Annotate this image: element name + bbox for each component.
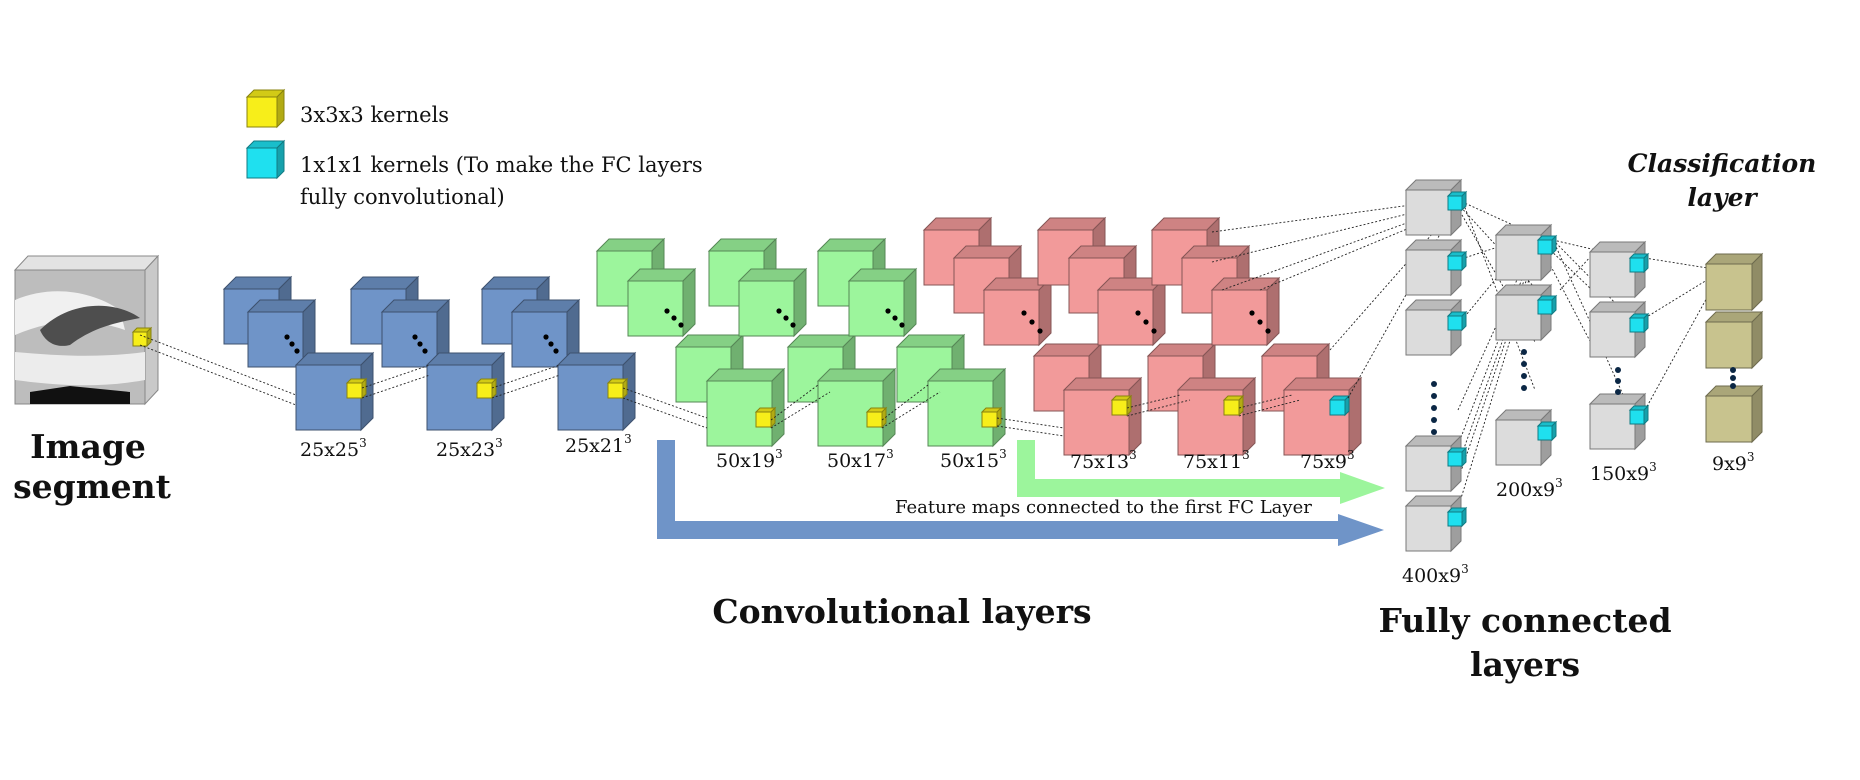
image-segment: Image segment bbox=[13, 254, 172, 506]
conv-layers-title: Convolutional layers bbox=[712, 592, 1091, 631]
conv-block-green-3 bbox=[816, 237, 1007, 448]
cyan-cube-icon bbox=[245, 139, 286, 180]
classification-title-line2: layer bbox=[1687, 183, 1758, 212]
conv-block-green-1 bbox=[595, 237, 786, 448]
conv-block-red-1 bbox=[922, 216, 1143, 457]
conv-block-red-3 bbox=[1150, 216, 1363, 457]
yellow-cube-icon bbox=[245, 88, 286, 129]
cls-label: 9x93 bbox=[1712, 450, 1755, 475]
conv-label-g3: 50x153 bbox=[940, 447, 1007, 472]
classification-layer: 9x93 bbox=[1704, 252, 1764, 475]
conv-label-r1: 75x133 bbox=[1070, 448, 1137, 473]
fc-layers-title-line2: layers bbox=[1470, 645, 1580, 684]
input-kernel-cube bbox=[131, 326, 153, 348]
fc-layer-1: 400x93 bbox=[1402, 178, 1469, 587]
conv-label-r3: 75x93 bbox=[1300, 448, 1355, 473]
legend-kernel1-label-line2: fully convolutional) bbox=[300, 185, 505, 209]
conv-label-r2: 75x113 bbox=[1183, 448, 1250, 473]
fc-label-3: 150x93 bbox=[1590, 460, 1657, 485]
conv-block-green-2 bbox=[707, 237, 897, 448]
conv-block-blue-2 bbox=[349, 275, 506, 432]
legend-kernel3-label: 3x3x3 kernels bbox=[300, 103, 449, 127]
conv-size-labels: 25x253 25x233 25x213 50x193 50x173 50x15… bbox=[300, 432, 1355, 473]
conv-label-b2: 25x233 bbox=[436, 436, 503, 461]
feature-maps-note: Feature maps connected to the first FC L… bbox=[895, 497, 1312, 518]
conv-label-g2: 50x173 bbox=[827, 447, 894, 472]
conv-connector-lines bbox=[139, 334, 1301, 437]
fc-layer-3: 150x93 bbox=[1588, 240, 1657, 485]
conv-label-g1: 50x193 bbox=[716, 447, 783, 472]
conv-block-blue-3 bbox=[480, 275, 637, 432]
conv-block-blue-1 bbox=[222, 275, 375, 432]
blue-feature-arrow bbox=[657, 440, 1384, 546]
legend-kernel1-label-line1: 1x1x1 kernels (To make the FC layers bbox=[300, 153, 703, 177]
conv-block-red-2 bbox=[1036, 216, 1257, 457]
conv-ellipsis-dots bbox=[284, 308, 1271, 354]
legend: 3x3x3 kernels 1x1x1 kernels (To make the… bbox=[245, 88, 703, 209]
image-segment-label-line2: segment bbox=[13, 467, 172, 506]
image-segment-label-line1: Image bbox=[30, 427, 146, 466]
fc-label-1: 400x93 bbox=[1402, 562, 1469, 587]
conv-label-b1: 25x253 bbox=[300, 436, 367, 461]
classification-title-line1: Classification bbox=[1628, 149, 1817, 178]
fc-layers-title-line1: Fully connected bbox=[1378, 601, 1671, 640]
green-feature-arrow bbox=[1017, 440, 1385, 504]
fc-label-2: 200x93 bbox=[1496, 476, 1563, 501]
fc-layer-2: 200x93 bbox=[1494, 223, 1563, 501]
conv-label-b3: 25x213 bbox=[565, 432, 632, 457]
